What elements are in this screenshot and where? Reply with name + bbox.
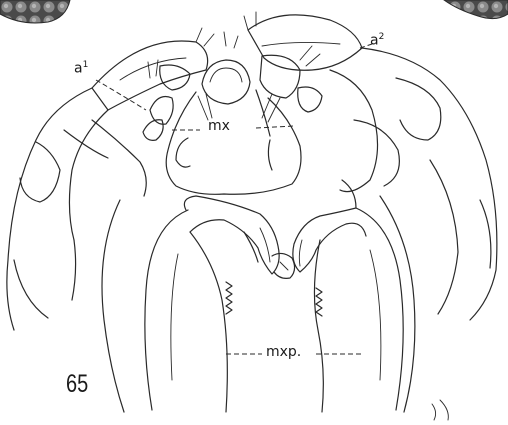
egg-mass-left — [0, 0, 70, 23]
a1-leader-line — [96, 80, 146, 110]
figure-number: 65 — [66, 370, 88, 399]
maxilliped-right — [293, 180, 403, 412]
maxilliped-left — [145, 196, 279, 412]
label-a2-letter: a — [370, 33, 379, 49]
egg-mass-right — [444, 0, 508, 19]
label-a2: a2 — [370, 32, 384, 49]
label-a2-superscript: 2 — [379, 32, 385, 42]
label-mx: mx — [208, 118, 230, 134]
outer-legs — [102, 196, 448, 420]
labrum — [202, 32, 250, 104]
antenna-2-right — [330, 48, 497, 320]
label-a1-letter: a — [74, 61, 83, 77]
mx-leader-line-right — [256, 126, 294, 128]
label-a1-superscript: 1 — [83, 60, 89, 70]
maxilla — [166, 90, 301, 194]
antenna-1-right — [244, 12, 362, 112]
antenna-2-left — [7, 88, 146, 330]
label-mxp: mxp. — [266, 344, 301, 360]
label-a1: a1 — [74, 60, 88, 77]
antenna-1-left — [92, 28, 214, 140]
